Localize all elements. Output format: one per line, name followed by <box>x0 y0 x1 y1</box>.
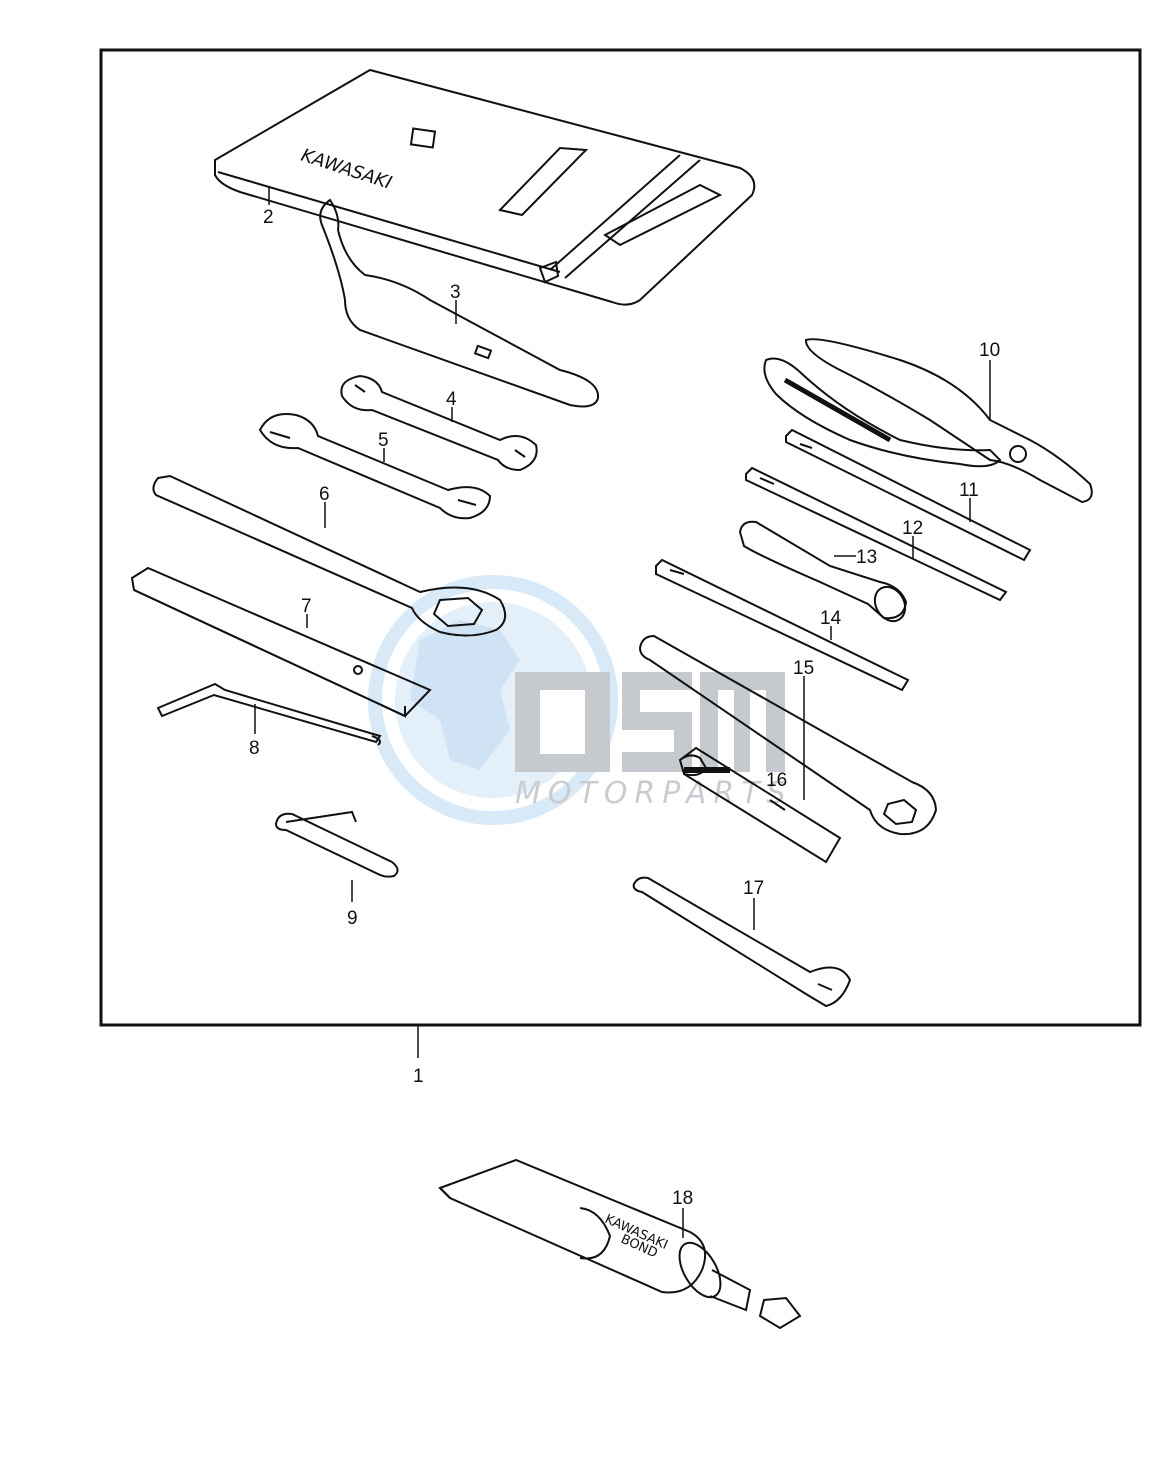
leader-lines <box>254 186 991 1238</box>
callout-17: 17 <box>743 878 764 899</box>
callout-3: 3 <box>450 282 461 303</box>
callout-18: 18 <box>672 1188 693 1209</box>
callout-16: 16 <box>766 770 787 791</box>
callout-1: 1 <box>413 1066 424 1087</box>
callout-9: 9 <box>347 908 358 929</box>
callout-6: 6 <box>319 484 330 505</box>
watermark: MOTORPARTS <box>368 575 793 825</box>
spark-plug-socket-16 <box>678 746 842 864</box>
box-wrench-15 <box>638 634 938 836</box>
hook-spanner <box>319 198 600 408</box>
hex-key-8 <box>156 682 382 746</box>
callout-12: 12 <box>902 518 923 539</box>
callout-13: 13 <box>856 547 877 568</box>
callout-2: 2 <box>263 207 274 228</box>
pouch-brand-text: KAWASAKI <box>298 145 394 194</box>
callout-4: 4 <box>446 389 457 410</box>
wrench-small-17 <box>632 876 852 1008</box>
flat-bar-7 <box>130 566 432 718</box>
wrench-open-end-4 <box>340 374 538 472</box>
wrench-open-end-5 <box>258 413 492 520</box>
callout-7: 7 <box>301 596 312 617</box>
kit-frame <box>99 48 1142 1027</box>
callout-8: 8 <box>249 738 260 759</box>
pliers-10 <box>763 338 1093 504</box>
box-wrench-6 <box>152 474 507 637</box>
bond-tube-18: KAWASAKI BOND <box>438 1158 802 1330</box>
screwdriver-handle-13 <box>738 520 908 623</box>
tool-pouch: KAWASAKI <box>214 68 756 306</box>
watermark-subtext: MOTORPARTS <box>515 776 793 811</box>
callout-10: 10 <box>979 340 1000 361</box>
watermark-logo <box>515 672 785 772</box>
callout-11: 11 <box>959 480 979 501</box>
screwdriver-shaft-11 <box>785 428 1032 562</box>
screwdriver-shaft-12 <box>745 466 1008 602</box>
watermark-globe-icon <box>368 575 618 825</box>
callout-15: 15 <box>793 658 814 679</box>
callout-14: 14 <box>820 608 842 629</box>
extension-bar-14 <box>655 558 910 692</box>
callout-5: 5 <box>378 430 389 451</box>
spring-tool-9 <box>274 810 399 878</box>
callout-labels: 1 2 3 4 5 6 7 8 9 10 11 12 13 14 15 16 1… <box>249 207 1000 1209</box>
